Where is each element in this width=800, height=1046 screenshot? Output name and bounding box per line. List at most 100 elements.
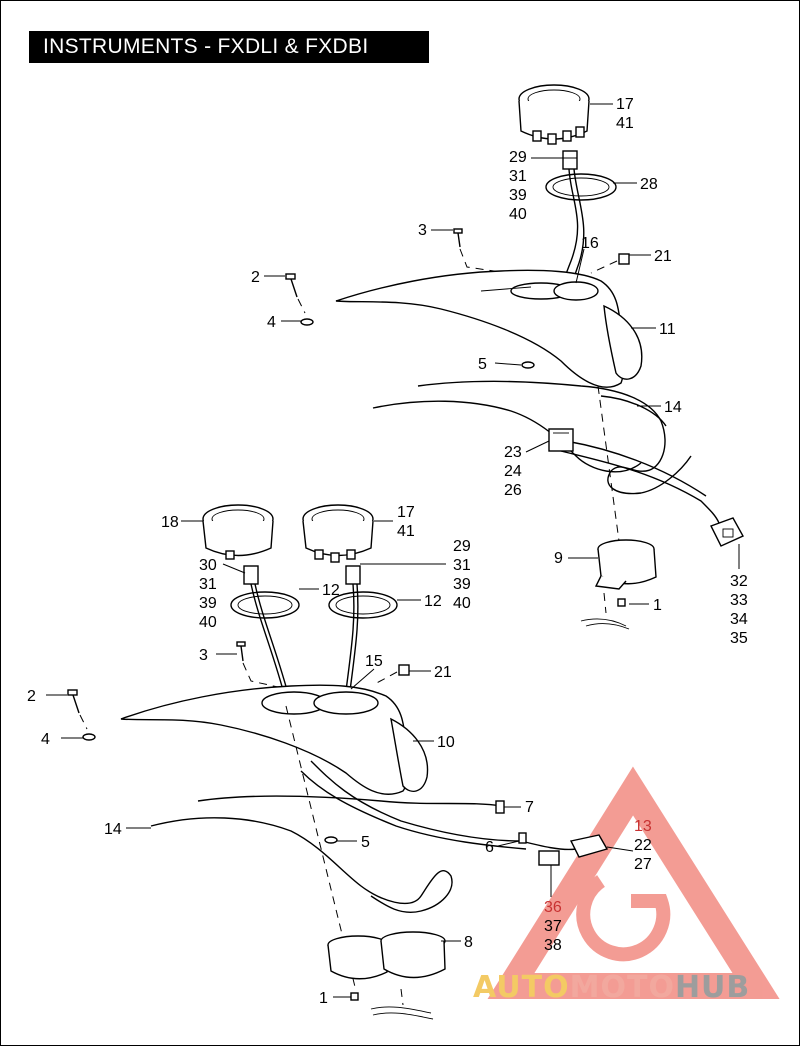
callout-40-lower-left: 40	[199, 614, 217, 631]
callout-32: 32	[730, 573, 748, 590]
lower-wire-left	[250, 583, 287, 702]
upper-washer-4	[300, 318, 314, 326]
upper-ring-28	[545, 173, 617, 201]
lower-screw-3	[236, 641, 246, 662]
lower-console-10	[120, 684, 429, 795]
page-title: INSTRUMENTS - FXDLI & FXDBI	[29, 31, 429, 63]
lower-gauge-18	[202, 504, 274, 560]
lower-fastener-21	[372, 664, 410, 686]
callout-1: 1	[653, 597, 662, 614]
callout-6: 6	[485, 839, 494, 856]
lower-screw-1	[350, 988, 434, 1020]
upper-harness-14	[372, 380, 720, 524]
callout-12-left: 12	[322, 582, 340, 599]
callout-31-lower-left: 31	[199, 576, 217, 593]
lower-part-7	[495, 800, 505, 814]
callout-37: 37	[544, 918, 562, 935]
callout-14: 14	[664, 399, 682, 416]
upper-fastener-21	[590, 253, 630, 274]
callout-39-lower-right: 39	[453, 576, 471, 593]
watermark-auto: AUTO	[473, 970, 570, 1005]
callout-3: 3	[418, 222, 427, 239]
callout-39-lower-left: 39	[199, 595, 217, 612]
callout-3-lower: 3	[199, 647, 208, 664]
callout-4-lower: 4	[41, 731, 50, 748]
callout-12-right: 12	[424, 593, 442, 610]
callout-11: 11	[659, 321, 676, 338]
lower-gauge-17	[302, 504, 374, 563]
callout-4: 4	[267, 314, 276, 331]
watermark-g-shape	[576, 875, 671, 962]
callout-22: 22	[634, 837, 652, 854]
callout-8: 8	[464, 934, 473, 951]
callout-16: 16	[581, 235, 599, 252]
callout-2: 2	[251, 269, 260, 286]
callout-14-lower: 14	[104, 821, 122, 838]
callout-21: 21	[654, 248, 672, 265]
upper-connector-32	[710, 517, 744, 547]
upper-screw-1	[580, 592, 630, 630]
watermark-moto: MOTO	[570, 970, 675, 1005]
watermark-triangle	[487, 766, 780, 999]
callout-15: 15	[365, 653, 383, 670]
callout-10: 10	[437, 734, 455, 751]
callout-18: 18	[161, 514, 179, 531]
callout-26: 26	[504, 482, 522, 499]
callout-labels: 17 41 29 31 39 40 28 3 16 21 2 4 11 5 14…	[27, 96, 748, 1007]
svg-text:AUTOMOTOHUB: AUTOMOTOHUB	[473, 970, 750, 1005]
callout-24: 24	[504, 463, 522, 480]
callout-5-lower: 5	[361, 834, 370, 851]
lower-connector-13	[569, 834, 609, 858]
upper-gauge-17	[518, 84, 590, 145]
upper-screw-3	[453, 228, 463, 248]
upper-console-11	[335, 269, 643, 388]
callout-39: 39	[509, 187, 527, 204]
callout-29-lower: 29	[453, 538, 471, 555]
lower-fastener-5	[324, 836, 338, 844]
callout-29: 29	[509, 149, 527, 166]
callout-7: 7	[525, 799, 534, 816]
lower-part-6	[518, 832, 527, 844]
lower-washer-4	[82, 733, 96, 741]
callout-31-lower-right: 31	[453, 557, 471, 574]
callout-41-lower: 41	[397, 523, 415, 540]
callout-34: 34	[730, 611, 748, 628]
callout-40-lower-right: 40	[453, 595, 471, 612]
callout-38: 38	[544, 937, 562, 954]
lower-harness-14	[150, 760, 577, 913]
callout-1-lower: 1	[319, 990, 328, 1007]
callout-35: 35	[730, 630, 748, 647]
upper-screw-2	[285, 273, 298, 298]
upper-fastener-5	[521, 361, 535, 369]
callout-17-lower: 17	[397, 504, 415, 521]
callout-40: 40	[509, 206, 527, 223]
callout-21-lower: 21	[434, 664, 452, 681]
lower-bracket-8	[327, 931, 446, 980]
callout-27: 27	[634, 856, 652, 873]
callout-2-lower: 2	[27, 688, 36, 705]
callout-30: 30	[199, 557, 217, 574]
lower-wire-right	[345, 583, 355, 692]
lower-screw-2	[67, 689, 80, 714]
callout-17: 17	[616, 96, 634, 113]
lower-connector-30	[243, 565, 259, 585]
upper-bracket-9	[594, 539, 657, 590]
lower-ring-12b	[328, 591, 398, 619]
callout-33: 33	[730, 592, 748, 609]
lower-connector-36	[538, 850, 560, 866]
callout-23: 23	[504, 444, 522, 461]
leader-lines	[46, 103, 740, 998]
callout-31: 31	[509, 168, 527, 185]
callout-41: 41	[616, 115, 634, 132]
lower-connector-29	[345, 565, 361, 585]
callout-5: 5	[478, 356, 487, 373]
watermark-hub: HUB	[675, 970, 750, 1005]
upper-centre-line	[597, 385, 620, 542]
upper-connector-23	[548, 428, 574, 452]
callout-28: 28	[640, 176, 658, 193]
watermark-logo: AUTOMOTOHUB	[473, 766, 780, 1005]
callout-36: 36	[544, 899, 562, 916]
upper-connector-29	[562, 150, 578, 170]
